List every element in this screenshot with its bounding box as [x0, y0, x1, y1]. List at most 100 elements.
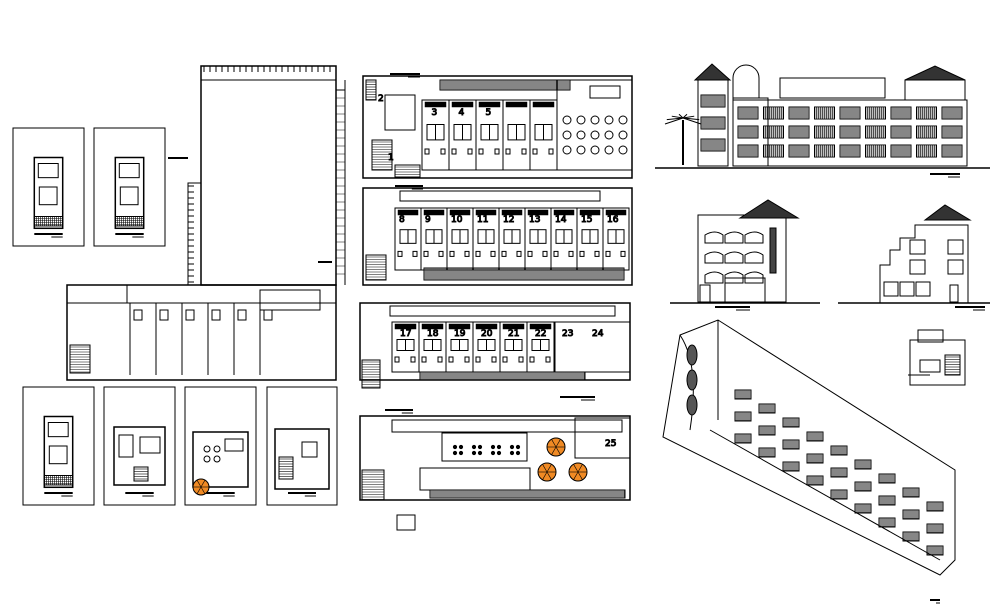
iso-balcony: [878, 517, 896, 528]
arched-window: [744, 251, 764, 264]
chair: [471, 444, 477, 450]
unit-wall: [192, 431, 249, 488]
stair-outline: [69, 344, 91, 374]
hotel-room: 16: [602, 207, 630, 271]
column-detail: [159, 309, 169, 321]
header-bar: [200, 65, 337, 81]
arched-window: [724, 251, 744, 264]
arched-window: [744, 271, 764, 284]
tower-roof-right: [904, 65, 966, 81]
room-number: 21: [508, 329, 519, 339]
table-line: [542, 464, 548, 473]
chair: [490, 444, 496, 450]
staircase: [371, 139, 393, 171]
chair: [458, 450, 464, 456]
iso-balcony: [926, 523, 944, 534]
staircase: [361, 469, 385, 501]
bed: [38, 186, 58, 206]
round-table: [562, 145, 572, 155]
iso-balcony: [782, 439, 800, 450]
palm-frond: [682, 117, 702, 125]
chair: [477, 450, 483, 456]
facade-balcony: [916, 125, 937, 139]
column-detail: [263, 309, 273, 321]
facade-balcony: [941, 125, 963, 139]
chair: [394, 356, 400, 363]
pool: [419, 467, 531, 491]
hotel-room: 18: [418, 321, 447, 373]
facade-balcony: [763, 125, 784, 139]
corridor: [389, 305, 616, 317]
chair: [475, 250, 481, 257]
chair: [412, 250, 418, 257]
iso-balcony: [830, 489, 848, 500]
stair-outline: [278, 456, 294, 480]
planter-hatch: [429, 489, 626, 499]
chair: [594, 250, 600, 257]
hotel-room: 20: [472, 321, 501, 373]
counter: [224, 438, 244, 452]
garage-door: [724, 277, 766, 303]
chair: [605, 250, 611, 257]
unit-wall: [43, 415, 74, 489]
iso-balcony: [758, 425, 776, 436]
facade-balcony: [737, 144, 759, 158]
unit-plan-sheet: [184, 386, 257, 506]
chair: [451, 148, 457, 155]
chair: [496, 450, 502, 456]
bathroom: [397, 209, 419, 216]
sheet-frame: [12, 127, 85, 247]
iso-balcony: [830, 445, 848, 456]
penthouse: [779, 77, 886, 99]
iso-balcony: [902, 509, 920, 520]
chair: [542, 250, 548, 257]
bar-counter: [589, 85, 621, 99]
room-number: 19: [454, 329, 466, 339]
floor-plan-4-roof: 25: [359, 409, 631, 531]
bathroom: [449, 209, 471, 216]
bathroom: [421, 323, 444, 330]
staircase: [361, 359, 381, 389]
chair: [545, 356, 551, 363]
sheet-frame: [93, 127, 166, 247]
chair: [452, 444, 458, 450]
chair: [515, 444, 521, 450]
arched-window: [909, 239, 926, 255]
facade-balcony: [788, 144, 810, 158]
tower-balcony: [700, 94, 726, 108]
table-line: [546, 471, 552, 480]
site-plan-l-shape: [66, 65, 346, 381]
chair: [509, 450, 515, 456]
arched-window: [947, 259, 964, 275]
bathroom: [47, 422, 69, 438]
chair: [410, 356, 416, 363]
iso-balcony: [758, 447, 776, 458]
iso-base-line: [709, 429, 941, 561]
palm-frond: [666, 117, 684, 121]
bathroom: [532, 101, 555, 108]
chair: [471, 450, 477, 456]
facade-balcony: [941, 106, 963, 120]
room: [301, 441, 318, 458]
round-table: [576, 115, 586, 125]
room: [919, 359, 941, 373]
chair: [438, 250, 444, 257]
iso-oval-window: [686, 394, 698, 416]
room-number: 25: [605, 439, 616, 449]
chair: [464, 356, 470, 363]
chair: [496, 444, 502, 450]
stair-outline: [944, 354, 961, 376]
bathroom: [529, 323, 552, 330]
arched-window: [704, 271, 724, 284]
restaurant: [556, 79, 633, 171]
room-number: 22: [535, 329, 546, 339]
vertical-window: [769, 227, 777, 274]
balcony-hatch: [114, 216, 145, 227]
terrace-rail: [904, 79, 966, 101]
suite: [554, 321, 631, 373]
chair: [501, 250, 507, 257]
unit-wall: [114, 156, 145, 230]
roof: [738, 199, 800, 219]
facade-balcony: [941, 144, 963, 158]
